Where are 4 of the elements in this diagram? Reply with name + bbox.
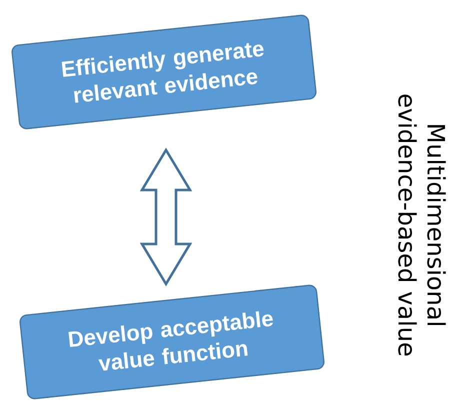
process-box: Develop acceptable value function xyxy=(20,284,324,400)
double-arrow xyxy=(140,148,192,286)
rotated-label: Multidimensional evidence-based value xyxy=(398,94,446,356)
process-box: Efficiently generate relevant evidence xyxy=(12,14,316,130)
